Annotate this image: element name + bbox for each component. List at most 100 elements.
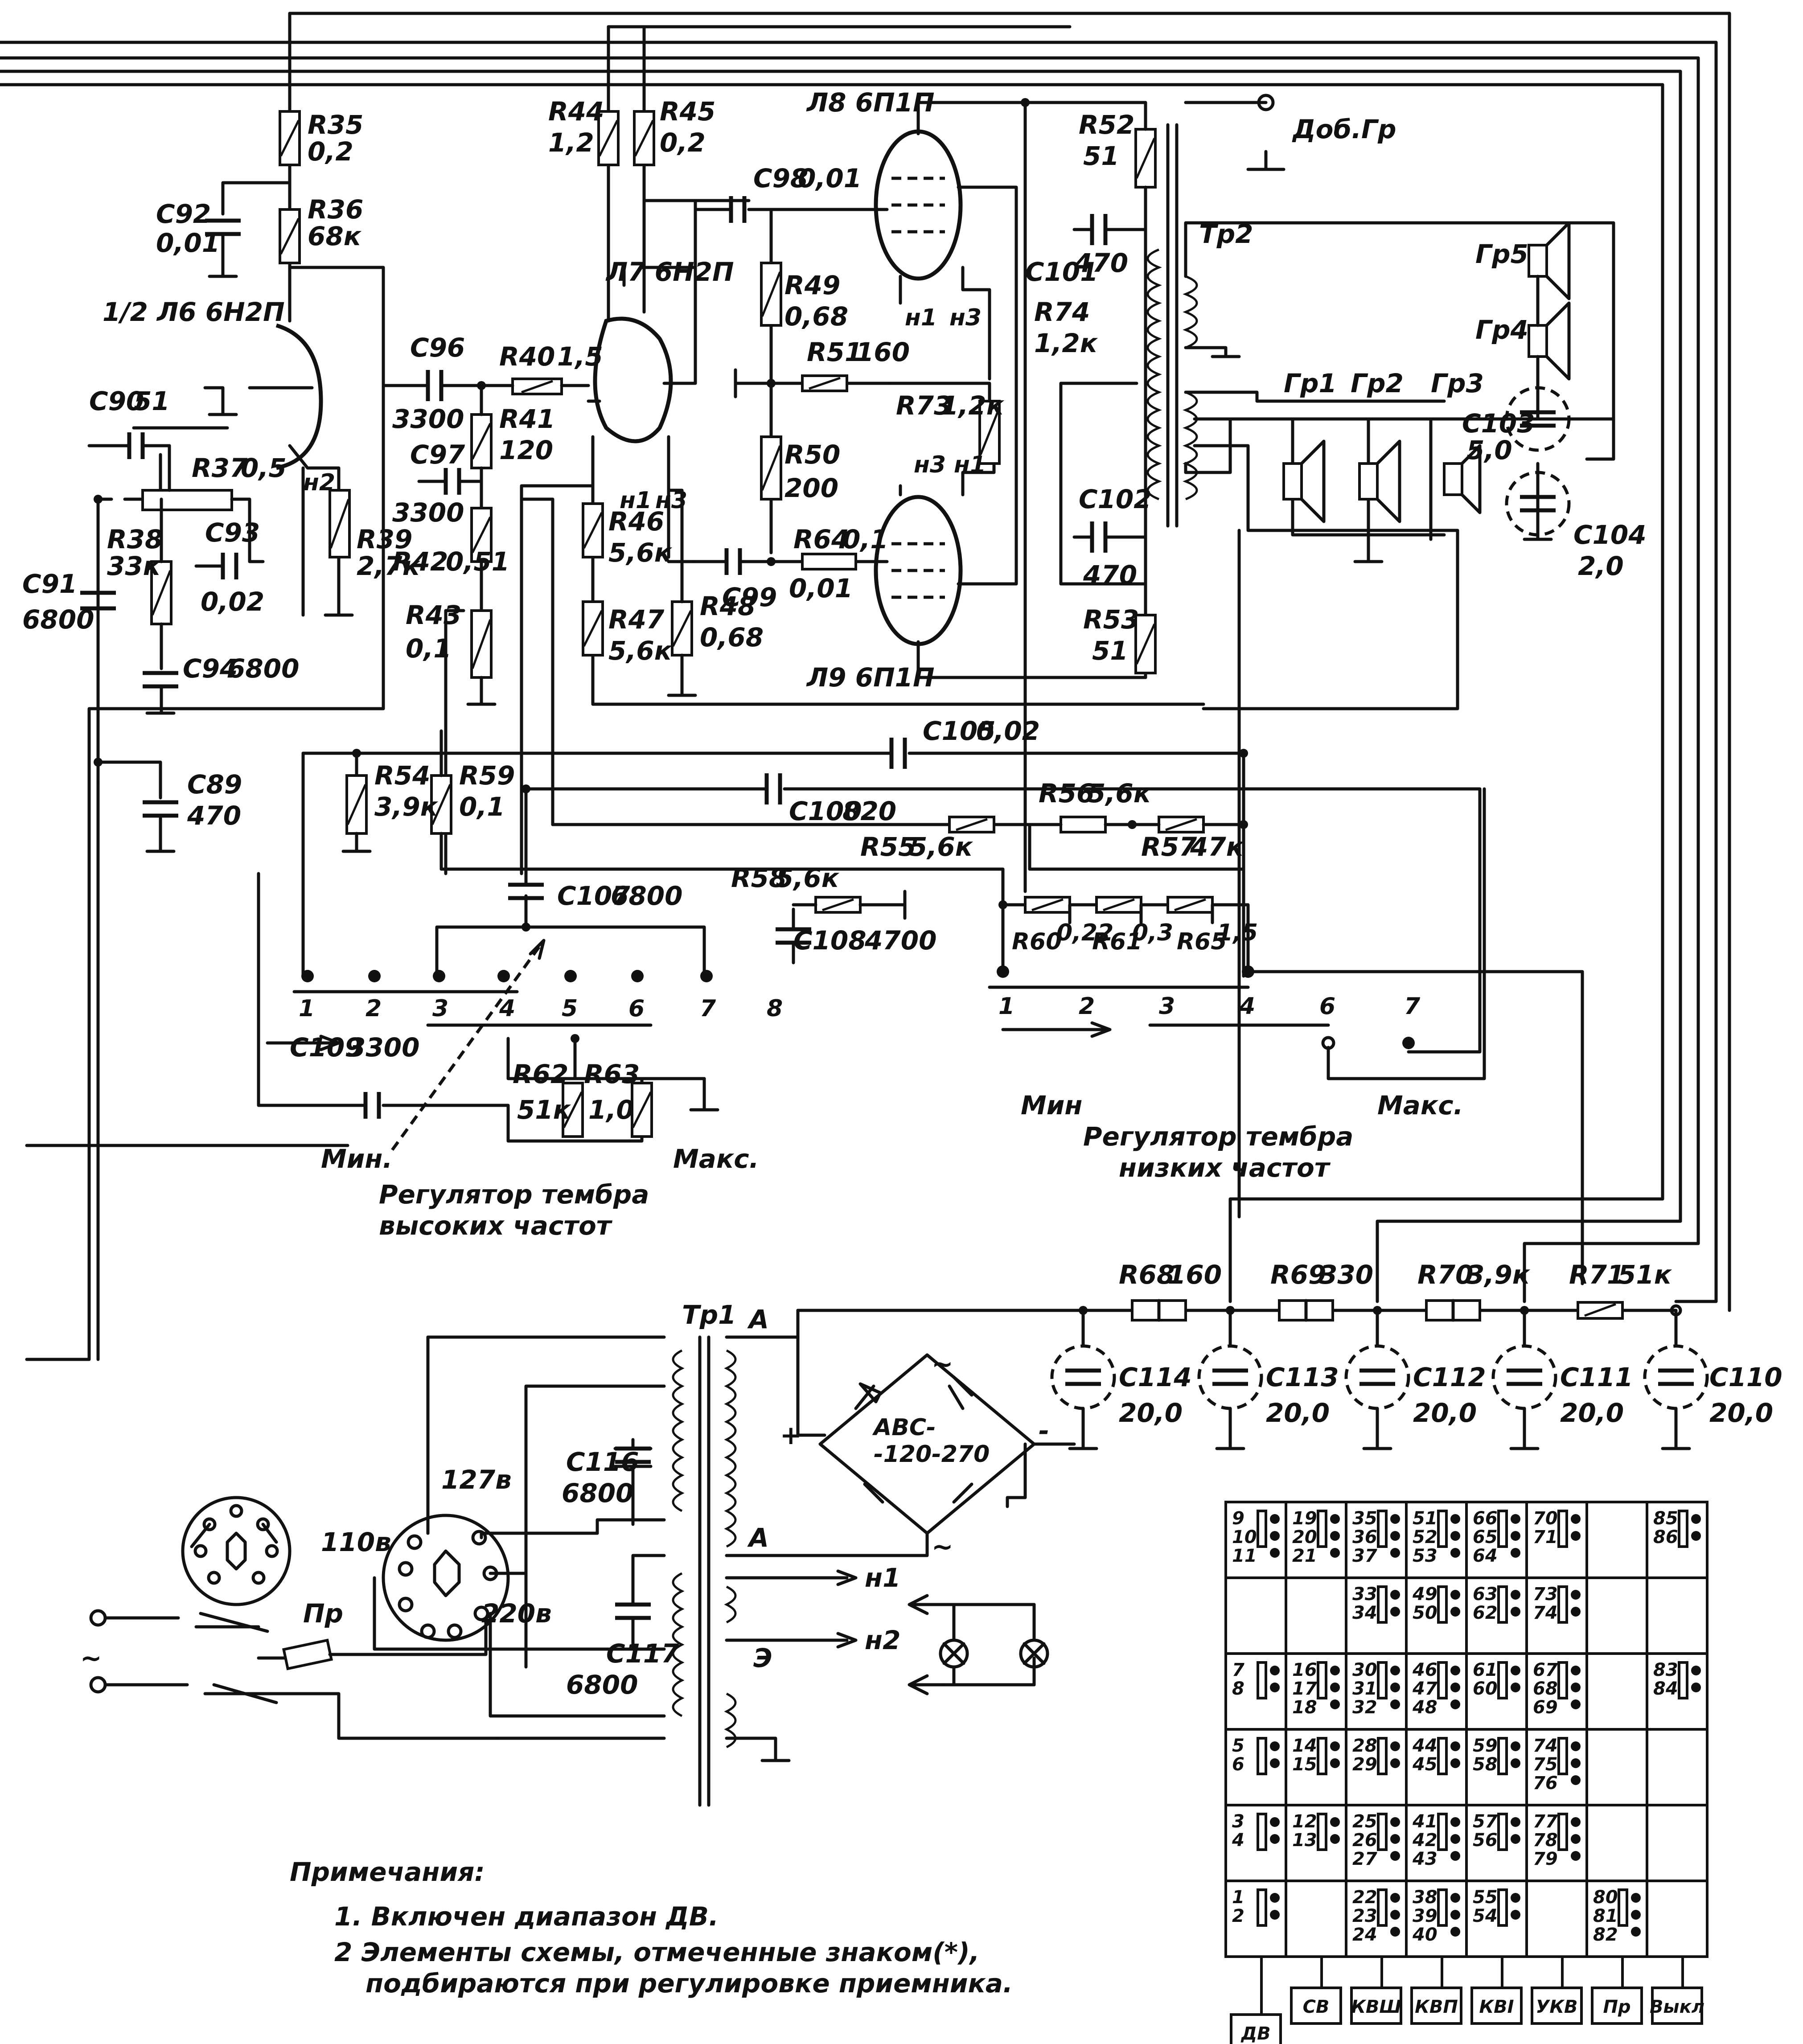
tube-l6	[275, 323, 323, 470]
band-button-label: ДВ	[1240, 2023, 1270, 2044]
switch-contact-number: 13	[1292, 1830, 1317, 1851]
r44-ref: R44	[548, 96, 604, 127]
switch-contact-number: 81	[1593, 1906, 1618, 1926]
c117-value: 6800	[566, 1670, 638, 1700]
r55-value: 5,6к	[909, 832, 973, 862]
switch-contact-number: 74	[1533, 1603, 1558, 1623]
r52-value: 51	[1083, 141, 1119, 171]
r53-value: 51	[1092, 636, 1128, 666]
r51-ref: R51	[807, 337, 862, 367]
switch-contact-dot	[1511, 1758, 1520, 1768]
c105-ref: C105	[923, 716, 996, 746]
resistor-r64	[801, 553, 857, 571]
r49-ref: R49	[784, 270, 840, 300]
band-button-5[interactable]	[1470, 1987, 1523, 2025]
switch-contact-number: 19	[1292, 1508, 1317, 1529]
hts-title-2: высоких частот	[379, 1211, 613, 1241]
r73-value: 1,2к	[941, 390, 1005, 421]
capacitor-c109	[363, 1092, 381, 1119]
lts-title-1: Регулятор тембра	[1083, 1121, 1353, 1152]
c110-ref: C110	[1709, 1362, 1782, 1392]
switch-contact-number: 61	[1473, 1660, 1498, 1680]
switch-contact-dot	[1390, 1590, 1400, 1600]
c116-value: 6800	[562, 1478, 633, 1508]
switch-contact-number: 47	[1412, 1679, 1437, 1699]
switch-contact-number: 38	[1413, 1887, 1437, 1908]
switch-contact-spring	[1557, 1585, 1568, 1624]
speaker-gr1	[1282, 439, 1326, 523]
tr1-winding-a-top: А	[747, 1304, 769, 1334]
resistor-r45	[633, 110, 655, 166]
band-button-label: Пр	[1603, 1997, 1631, 2017]
switch-contact-spring	[1377, 1661, 1388, 1699]
rectifier-label-2: -120-270	[874, 1441, 990, 1468]
switch-contact-dot	[1571, 1514, 1581, 1524]
switch-contact-number: 5	[1232, 1736, 1244, 1756]
r39-value: 2,7к	[357, 551, 421, 581]
switch-contact-number: 39	[1413, 1906, 1437, 1926]
c96-ref: C96	[410, 332, 465, 363]
switch-contact-number: 46	[1412, 1660, 1437, 1680]
capacitor-c113	[1197, 1344, 1263, 1410]
c94-ref: C94	[183, 653, 238, 684]
switch-contact-dot	[1571, 1758, 1581, 1768]
speaker-gr4	[1528, 301, 1571, 381]
band-button-3[interactable]	[1350, 1987, 1402, 2025]
tr2-label: Тр2	[1199, 219, 1253, 249]
capacitor-c111	[1491, 1344, 1557, 1410]
band-button-1[interactable]	[1230, 2013, 1282, 2044]
l7-heater-h3: н3	[655, 487, 687, 514]
capacitor-c110	[1643, 1344, 1709, 1410]
switch-contact-dot	[1450, 1910, 1460, 1920]
r61-value: 0,3	[1132, 919, 1173, 946]
switch-contact-number: 78	[1533, 1830, 1558, 1851]
switch-contact-number: 14	[1292, 1736, 1317, 1756]
c99-ref: C99	[722, 582, 777, 612]
switch-contact-dot	[1691, 1531, 1701, 1541]
switch-contact-dot	[1571, 1683, 1581, 1692]
output-transformer-tr2: Доб.Гр Тр2 Гр1 Гр2 Гр3 Гр5 Гр4 C103 5,0 …	[1059, 94, 1647, 1219]
capacitor-c92	[205, 218, 241, 236]
switch-contact-spring	[1437, 1510, 1448, 1548]
switch-contact-spring	[1377, 1510, 1388, 1548]
power-filter-chain: R68 160 R69 330 R70 3,9к R71 51к C114 20…	[796, 1260, 1782, 1450]
switch-contact-dot	[1511, 1741, 1520, 1751]
r47-ref: R47	[608, 604, 665, 635]
switch-contact-number: 31	[1352, 1679, 1377, 1699]
switch-contact-dot	[1511, 1666, 1520, 1675]
band-button-8[interactable]	[1651, 1987, 1703, 2025]
fuse	[282, 1638, 333, 1670]
switch-contact-number: 43	[1412, 1849, 1437, 1869]
c110-value: 20,0	[1709, 1398, 1773, 1428]
c116-ref: C116	[566, 1447, 639, 1477]
switch-contact-number: 37	[1352, 1546, 1377, 1566]
switch-contact-number: 4	[1232, 1830, 1244, 1851]
switch-contact-spring	[1317, 1510, 1327, 1548]
band-button-7[interactable]	[1591, 1987, 1643, 2025]
lts-pos-1: 1	[998, 993, 1014, 1020]
tube-l9-label: Л9 6П1П	[806, 662, 935, 693]
rectifier-label-1: АВС-	[872, 1414, 936, 1441]
r43-value: 0,1	[406, 633, 452, 664]
switch-contact-number: 9	[1232, 1508, 1244, 1529]
c102-value: 470	[1083, 560, 1137, 590]
switch-contact-dot	[1390, 1910, 1400, 1920]
r48-value: 0,68	[700, 622, 764, 653]
switch-contact-dot	[1390, 1741, 1400, 1751]
c94-value: 6800	[227, 653, 299, 684]
switch-contact-dot	[1390, 1758, 1400, 1768]
tap-127: 127в	[441, 1465, 512, 1495]
band-button-6[interactable]	[1531, 1987, 1583, 2025]
switch-contact-number: 66	[1473, 1508, 1498, 1529]
switch-contact-spring	[1678, 1510, 1688, 1548]
switch-contact-spring	[1497, 1585, 1508, 1624]
switch-contact-number: 32	[1352, 1697, 1377, 1718]
switch-contact-number: 29	[1352, 1754, 1377, 1775]
switch-contact-dot	[1450, 1741, 1460, 1751]
band-button-2[interactable]	[1290, 1987, 1342, 2025]
band-button-4[interactable]	[1410, 1987, 1462, 2025]
note-2b: подбираются при регулировке приемника.	[366, 1968, 1013, 1999]
switch-contact-number: 60	[1473, 1679, 1498, 1699]
switch-contact-spring	[1317, 1661, 1327, 1699]
